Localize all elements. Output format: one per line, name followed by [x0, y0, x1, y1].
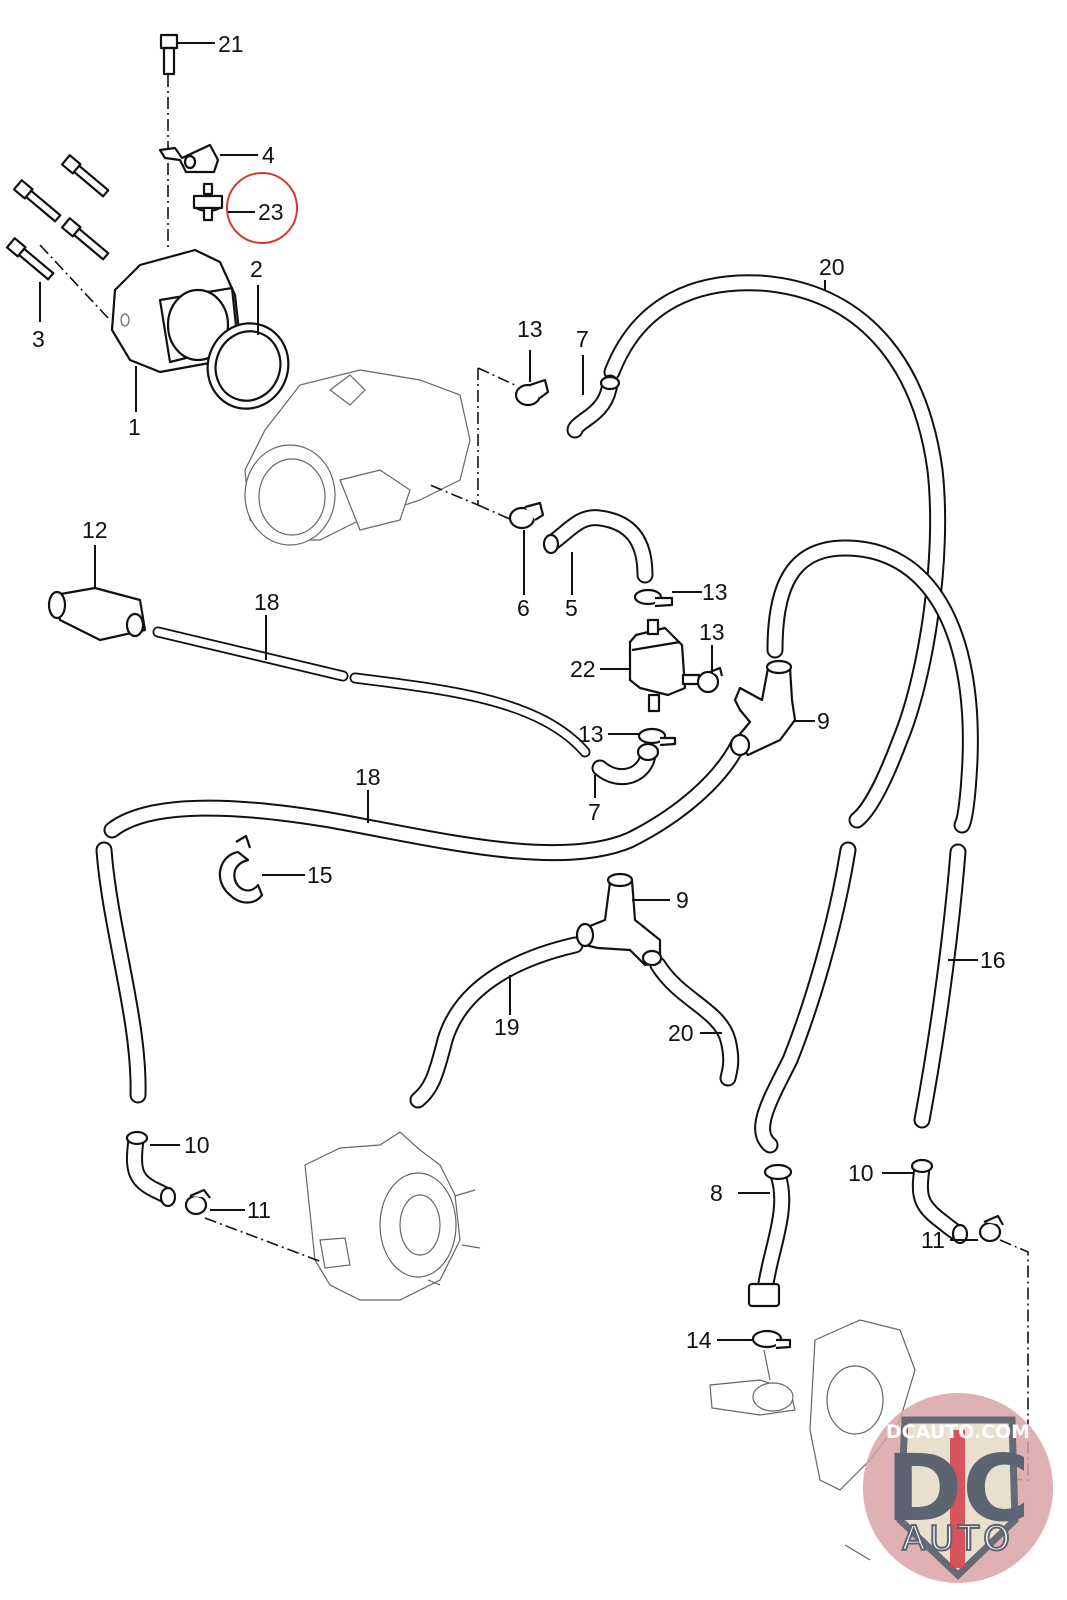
callout-8: 8	[710, 1180, 723, 1206]
callout-labels: 21 4 23 2 3 1 13 7 20 12 18 6 5 13 13 22…	[32, 31, 1006, 1353]
clamp-11b	[978, 1214, 1004, 1243]
callout-2: 2	[250, 256, 263, 282]
actuator-ghost	[709, 1319, 916, 1561]
t-connector-9-lower	[575, 872, 663, 967]
clamp-6	[508, 501, 545, 530]
hose-17	[103, 736, 747, 862]
callout-23: 23	[258, 199, 284, 225]
clamp-13a	[514, 378, 550, 407]
callout-18a: 18	[254, 589, 280, 615]
hose-10-left	[125, 1130, 177, 1208]
callout-13c: 13	[699, 619, 725, 645]
callout-7b: 7	[588, 799, 601, 825]
dcauto-watermark: DCAUTO.COM DC AUTO	[863, 1393, 1053, 1583]
hose-8	[747, 1163, 793, 1308]
callout-13a: 13	[517, 316, 543, 342]
connector-12	[47, 586, 147, 642]
clamp-11a	[184, 1188, 211, 1216]
callout-9b: 9	[676, 887, 689, 913]
callout-5: 5	[565, 595, 578, 621]
callout-10b: 10	[848, 1160, 874, 1186]
bolts-3	[5, 154, 110, 281]
callout-22: 22	[570, 656, 596, 682]
clamp-14	[751, 1329, 792, 1350]
callout-13b: 13	[702, 579, 728, 605]
clamp-13b	[633, 588, 674, 608]
callout-17: 18	[355, 764, 381, 790]
hose-17-left	[95, 841, 147, 1104]
callout-12: 12	[82, 517, 108, 543]
hose-5	[542, 509, 654, 584]
callout-18b: 19	[494, 1014, 520, 1040]
hose-16-upper	[766, 539, 979, 834]
callout-13d: 13	[578, 721, 604, 747]
callout-15: 15	[307, 862, 333, 888]
hose-18-upper	[152, 626, 591, 758]
spacer-23	[192, 182, 224, 222]
watermark-stripe	[950, 1430, 965, 1568]
callout-1: 1	[128, 414, 141, 440]
leader-lines	[39, 42, 978, 1341]
hose-7-upper	[566, 374, 621, 439]
bracket-4	[158, 143, 220, 174]
t-connector-9-upper	[729, 659, 797, 757]
hose-7-lower	[591, 742, 660, 786]
callout-19: 20	[819, 254, 845, 280]
holder-clip-15	[218, 834, 264, 904]
watermark-letters: DC	[886, 1435, 1030, 1542]
turbocharger-ghost	[304, 1131, 481, 1301]
watermark-word: AUTO	[902, 1519, 1014, 1559]
callout-10a: 10	[184, 1132, 210, 1158]
callout-16: 16	[980, 947, 1006, 973]
hose-10-right	[910, 1158, 969, 1245]
bolt-21	[159, 33, 179, 76]
hose-19	[603, 274, 947, 829]
hose-20	[649, 956, 740, 1087]
callout-4: 4	[262, 142, 275, 168]
clamps	[184, 378, 1004, 1350]
hose-19-lower	[754, 841, 857, 1154]
clamp-13d	[637, 727, 677, 747]
solenoid-valve-22	[628, 618, 701, 713]
clamp-13c	[696, 666, 724, 694]
hose-16	[913, 843, 967, 1129]
hose-18-lower	[409, 936, 584, 1109]
callout-9a: 9	[817, 708, 830, 734]
highlight-circle-23	[226, 172, 298, 244]
callout-7a: 7	[576, 326, 589, 352]
callout-11a: 11	[247, 1197, 271, 1223]
gasket-2	[206, 322, 290, 410]
callout-21: 21	[218, 31, 244, 57]
callout-20: 20	[668, 1020, 694, 1046]
callout-3: 3	[32, 326, 45, 352]
intake-manifold-ghost	[244, 369, 471, 546]
callout-6: 6	[517, 595, 530, 621]
callout-11b: 11	[921, 1227, 945, 1253]
callout-14: 14	[686, 1327, 712, 1353]
watermark-site: DCAUTO.COM	[886, 1421, 1030, 1443]
